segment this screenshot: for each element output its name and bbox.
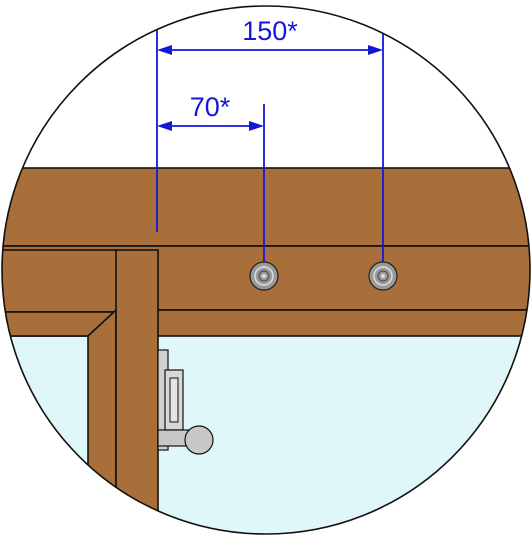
latch-hardware <box>157 349 214 455</box>
arrow-70-right <box>249 121 264 131</box>
arrow-150-left <box>157 45 172 55</box>
detail-circle-outline <box>1 5 531 535</box>
latch-knob <box>184 425 214 455</box>
bolt-right <box>368 261 398 291</box>
frame-diagonal <box>87 308 117 534</box>
vertical-post <box>115 249 159 534</box>
dimension-arrows <box>157 45 383 131</box>
latch-body-inner <box>169 377 179 423</box>
dimension-label-70: 70* <box>190 92 231 122</box>
glass-pane <box>2 330 530 534</box>
dimension-lines <box>156 30 384 262</box>
arrow-150-right <box>368 45 383 55</box>
bolt-left <box>249 261 279 291</box>
left-frame-top <box>2 249 119 313</box>
dimension-label-150: 150* <box>242 16 298 46</box>
detail-circle-content <box>2 30 530 534</box>
top-beam <box>2 167 530 247</box>
arrow-70-left <box>157 121 172 131</box>
